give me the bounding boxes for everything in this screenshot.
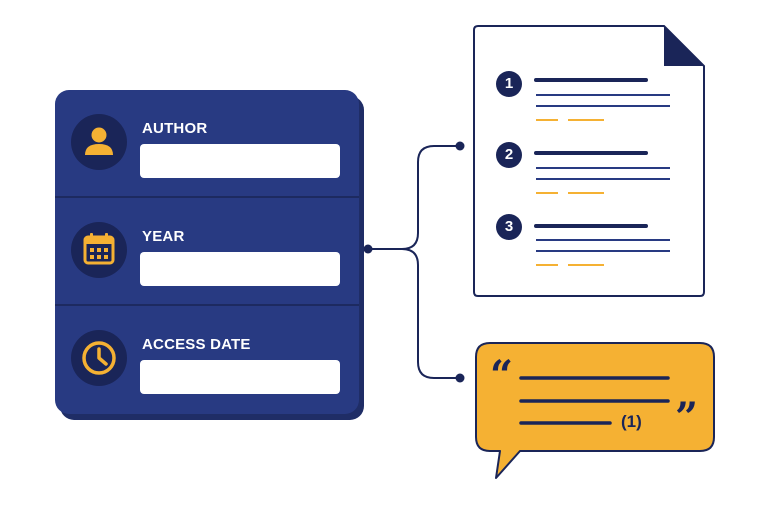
calendar-icon (71, 222, 127, 278)
open-quote-icon: “ (490, 352, 514, 399)
field-row-author: AUTHOR (55, 90, 359, 196)
connector-quote-dot (455, 373, 465, 383)
entry-number-3: 3 (496, 214, 522, 240)
year-input[interactable] (140, 252, 340, 286)
user-icon (71, 114, 127, 170)
divider (55, 196, 359, 198)
close-quote-icon: ” (675, 394, 699, 441)
field-label-access-date: ACCESS DATE (142, 336, 251, 353)
field-row-access-date: ACCESS DATE (55, 306, 359, 412)
connector-origin-dot (363, 244, 373, 254)
folded-corner-icon (664, 26, 704, 66)
connector-doc-dot (455, 141, 465, 151)
access-date-input[interactable] (140, 360, 340, 394)
field-row-year: YEAR (55, 198, 359, 304)
entry-number-2: 2 (496, 142, 522, 168)
citation-reference: (1) (621, 412, 642, 431)
field-label-author: AUTHOR (142, 120, 208, 137)
field-label-year: YEAR (142, 228, 185, 245)
citation-form-card: AUTHOR YEAR (55, 90, 359, 414)
author-input[interactable] (140, 144, 340, 178)
entry-number-1: 1 (496, 71, 522, 97)
clock-icon (71, 330, 127, 386)
divider (55, 304, 359, 306)
